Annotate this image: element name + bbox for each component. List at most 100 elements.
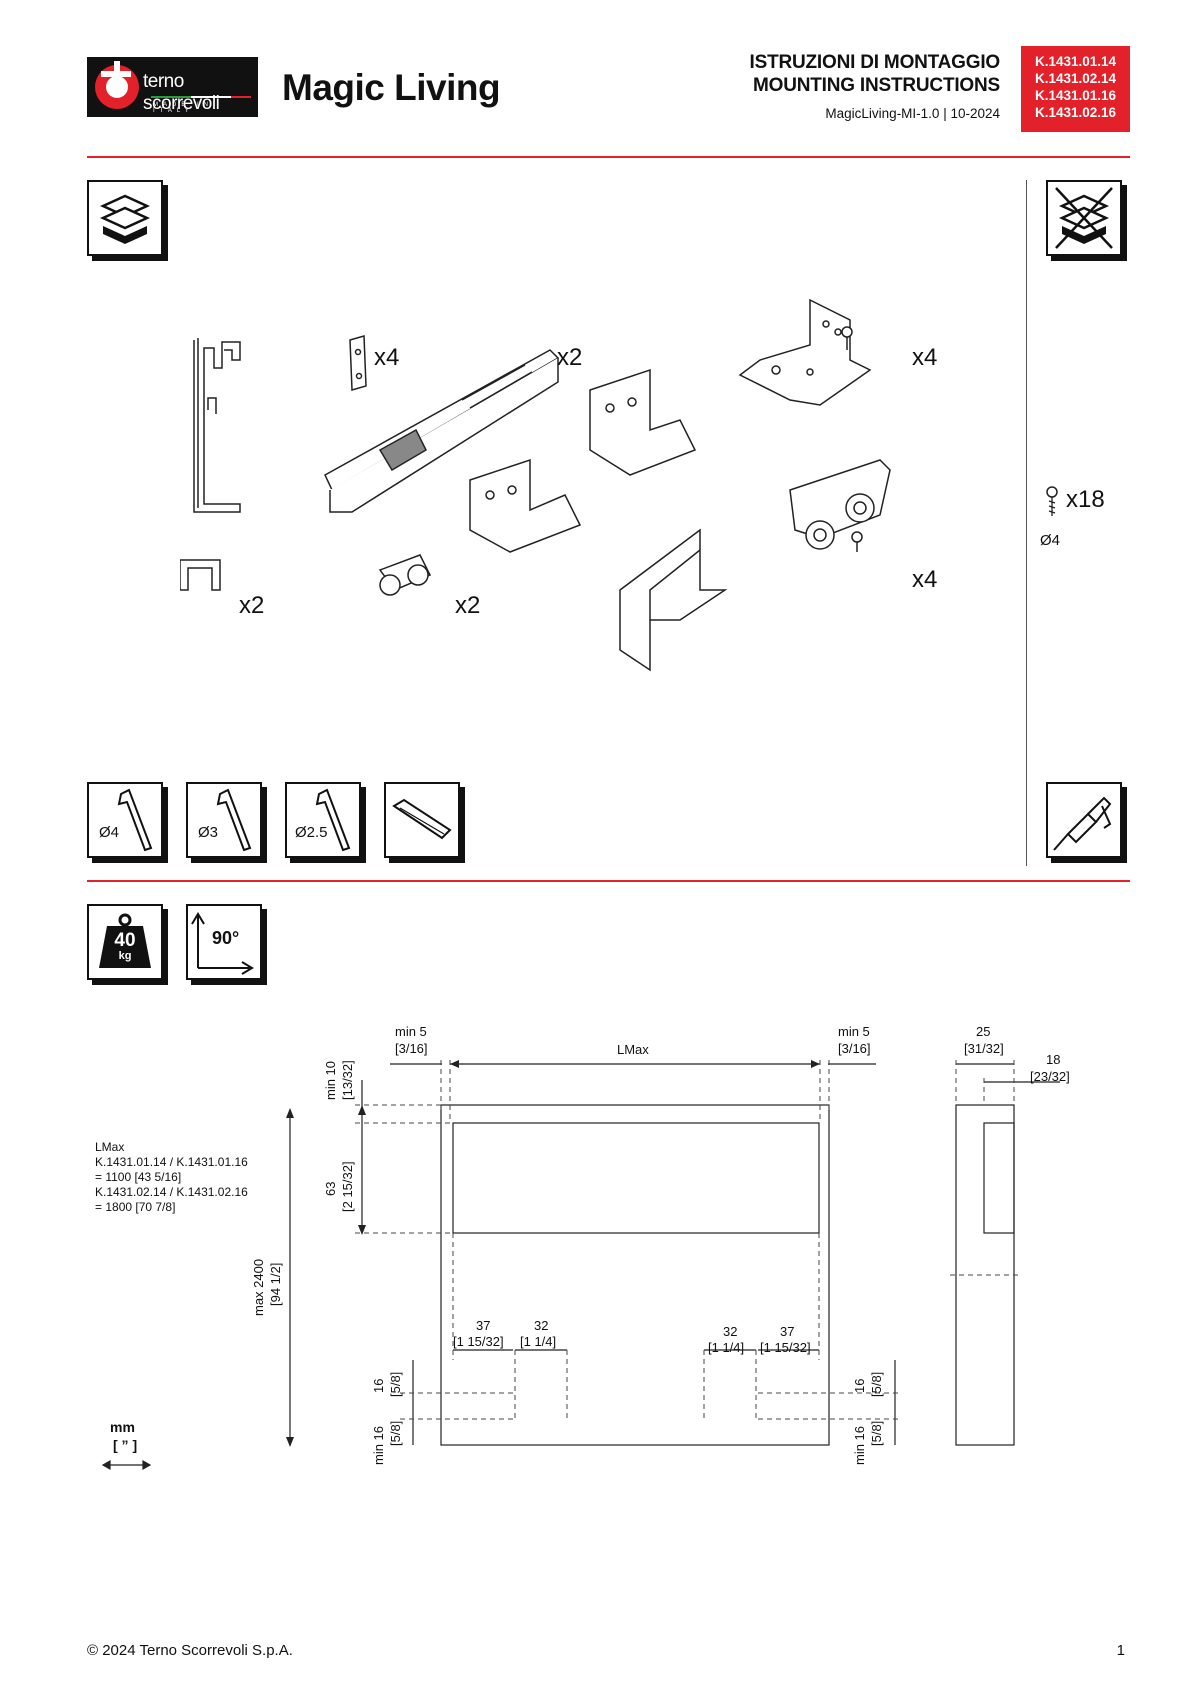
track-profile-icon bbox=[193, 338, 241, 513]
section-divider bbox=[87, 880, 1130, 882]
lmax-note: LMax K.1431.01.14 / K.1431.01.16 = 1100 … bbox=[95, 1140, 248, 1215]
dim-lmax: LMax bbox=[617, 1042, 649, 1057]
dim-side-18: 18 bbox=[1046, 1052, 1060, 1067]
units-arrow-icon bbox=[101, 1459, 152, 1471]
tool-label: Ø4 bbox=[99, 824, 120, 841]
hex-key-icon bbox=[216, 788, 252, 852]
max-weight-box: 40 kg bbox=[87, 904, 163, 980]
opening-angle-box: 90° bbox=[186, 904, 262, 980]
max-weight-value: 40 bbox=[114, 930, 136, 951]
soft-close-damper-icon bbox=[324, 349, 560, 513]
track-profile-rect bbox=[452, 1122, 820, 1234]
hex-key-icon bbox=[315, 788, 351, 852]
parts-illustration bbox=[180, 298, 891, 672]
dim-min10: min 10 bbox=[323, 1061, 338, 1100]
hex-key-icon bbox=[117, 788, 153, 852]
tool-label: Ø3 bbox=[198, 824, 219, 841]
dim-37-right: 37 bbox=[780, 1324, 794, 1339]
clip-icon bbox=[180, 559, 221, 591]
qty-roller: x2 bbox=[455, 592, 481, 619]
vertical-divider bbox=[1026, 180, 1027, 866]
dim-min5-right-imperial: [3/16] bbox=[838, 1041, 871, 1056]
dim-32-right: 32 bbox=[723, 1324, 737, 1339]
product-title: Magic Living bbox=[282, 67, 501, 108]
max-weight-unit: kg bbox=[118, 950, 132, 962]
dim-min16-left-imperial: [5/8] bbox=[388, 1421, 403, 1446]
package-contents-box bbox=[87, 180, 163, 256]
right-angle-icon bbox=[191, 912, 254, 975]
title-english: MOUNTING INSTRUCTIONS bbox=[752, 75, 1000, 96]
dim-max-2400-imperial: [94 1/2] bbox=[268, 1263, 283, 1306]
logo-tagline: MADE IN ITALY bbox=[153, 102, 214, 114]
product-code: K.1431.01.16 bbox=[1034, 88, 1117, 103]
wall-bracket-icon bbox=[469, 368, 697, 553]
tool-hex-key-3: Ø3 bbox=[186, 782, 262, 858]
qty-bolt: x4 bbox=[912, 566, 938, 593]
dim-37-left: 37 bbox=[476, 1318, 490, 1333]
dim-32-right-imperial: [1 1/4] bbox=[708, 1340, 744, 1355]
tool-spanner bbox=[384, 782, 460, 858]
dim-32-left: 32 bbox=[534, 1318, 548, 1333]
screw-diameter: Ø4 bbox=[1040, 532, 1061, 549]
lmax-note-line: LMax bbox=[95, 1140, 125, 1154]
dim-63-imperial: [2 15/32] bbox=[340, 1161, 355, 1212]
dim-32-left-imperial: [1 1/4] bbox=[520, 1334, 556, 1349]
dim-16-left: 16 bbox=[371, 1379, 386, 1393]
product-code: K.1431.02.16 bbox=[1034, 105, 1117, 120]
door-front-outline bbox=[440, 1104, 830, 1446]
dim-37-right-imperial: [1 15/32] bbox=[760, 1340, 811, 1355]
dim-min16-right-imperial: [5/8] bbox=[869, 1421, 884, 1446]
product-code: K.1431.02.14 bbox=[1034, 71, 1117, 86]
dim-min16-right: min 16 bbox=[852, 1426, 867, 1465]
drawing-dashed bbox=[355, 1060, 1020, 1420]
dim-max-2400: max 2400 bbox=[251, 1259, 266, 1316]
dim-min10-imperial: [13/32] bbox=[340, 1060, 355, 1100]
dim-63: 63 bbox=[323, 1182, 338, 1196]
copyright: © 2024 Terno Scorrevoli S.p.A. bbox=[87, 1642, 293, 1659]
dim-16-left-imperial: [5/8] bbox=[388, 1372, 403, 1397]
plate-icon bbox=[349, 335, 367, 391]
qty-plate: x4 bbox=[374, 344, 400, 371]
opening-angle-value: 90° bbox=[212, 928, 240, 948]
tool-label: Ø2.5 bbox=[295, 824, 328, 841]
qty-clip: x2 bbox=[239, 592, 265, 619]
dim-side-25: 25 bbox=[976, 1024, 990, 1039]
screw-icon bbox=[841, 326, 863, 552]
logo-mark-icon bbox=[95, 61, 251, 109]
product-codes: K.1431.01.14 K.1431.02.14 K.1431.01.16 K… bbox=[1021, 46, 1130, 132]
dim-min5-left: min 5 bbox=[395, 1024, 427, 1039]
dim-16-right: 16 bbox=[852, 1379, 867, 1393]
qty-screw-small: x4 bbox=[912, 344, 938, 371]
weight-icon bbox=[99, 913, 151, 968]
document-reference: MagicLiving-MI-1.0 | 10-2024 bbox=[825, 106, 1000, 121]
screw-icon bbox=[1046, 486, 1058, 516]
end-cap-icon bbox=[619, 528, 728, 672]
tool-silicone-gun bbox=[1046, 782, 1122, 858]
dim-16-right-imperial: [5/8] bbox=[869, 1372, 884, 1397]
lmax-note-line: = 1100 [43 5/16] bbox=[95, 1170, 182, 1184]
tool-hex-key-2-5: Ø2.5 bbox=[285, 782, 361, 858]
dimension-arrows bbox=[286, 1060, 820, 1447]
lmax-note-line: K.1431.01.14 / K.1431.01.16 bbox=[95, 1155, 248, 1169]
roller-carriage-icon bbox=[378, 459, 891, 596]
qty-screws: x18 bbox=[1066, 486, 1105, 513]
header-divider bbox=[87, 156, 1130, 158]
caulking-gun-icon bbox=[1053, 796, 1112, 851]
qty-damper: x2 bbox=[557, 344, 583, 371]
not-included-box bbox=[1046, 180, 1122, 256]
tool-hex-key-4: Ø4 bbox=[87, 782, 163, 858]
dim-min5-right: min 5 bbox=[838, 1024, 870, 1039]
units-imperial: [ ” ] bbox=[113, 1437, 137, 1453]
dim-min16-left: min 16 bbox=[371, 1426, 386, 1465]
title-italian: ISTRUZIONI DI MONTAGGIO bbox=[749, 52, 1001, 73]
lmax-note-line: = 1800 [70 7/8] bbox=[95, 1200, 176, 1214]
technical-drawing: min 5 [3/16] LMax min 5 [3/16] 25 [31/32… bbox=[101, 1024, 1070, 1471]
dim-min5-left-imperial: [3/16] bbox=[395, 1041, 428, 1056]
dim-37-left-imperial: [1 15/32] bbox=[453, 1334, 504, 1349]
drawing-geometry bbox=[289, 1063, 1060, 1446]
flat-spanner-icon bbox=[392, 798, 452, 840]
page-number: 1 bbox=[1116, 1642, 1125, 1659]
lmax-note-line: K.1431.02.14 / K.1431.02.16 bbox=[95, 1185, 248, 1199]
dim-side-25-imperial: [31/32] bbox=[964, 1041, 1004, 1056]
side-track-rect bbox=[983, 1122, 1015, 1234]
